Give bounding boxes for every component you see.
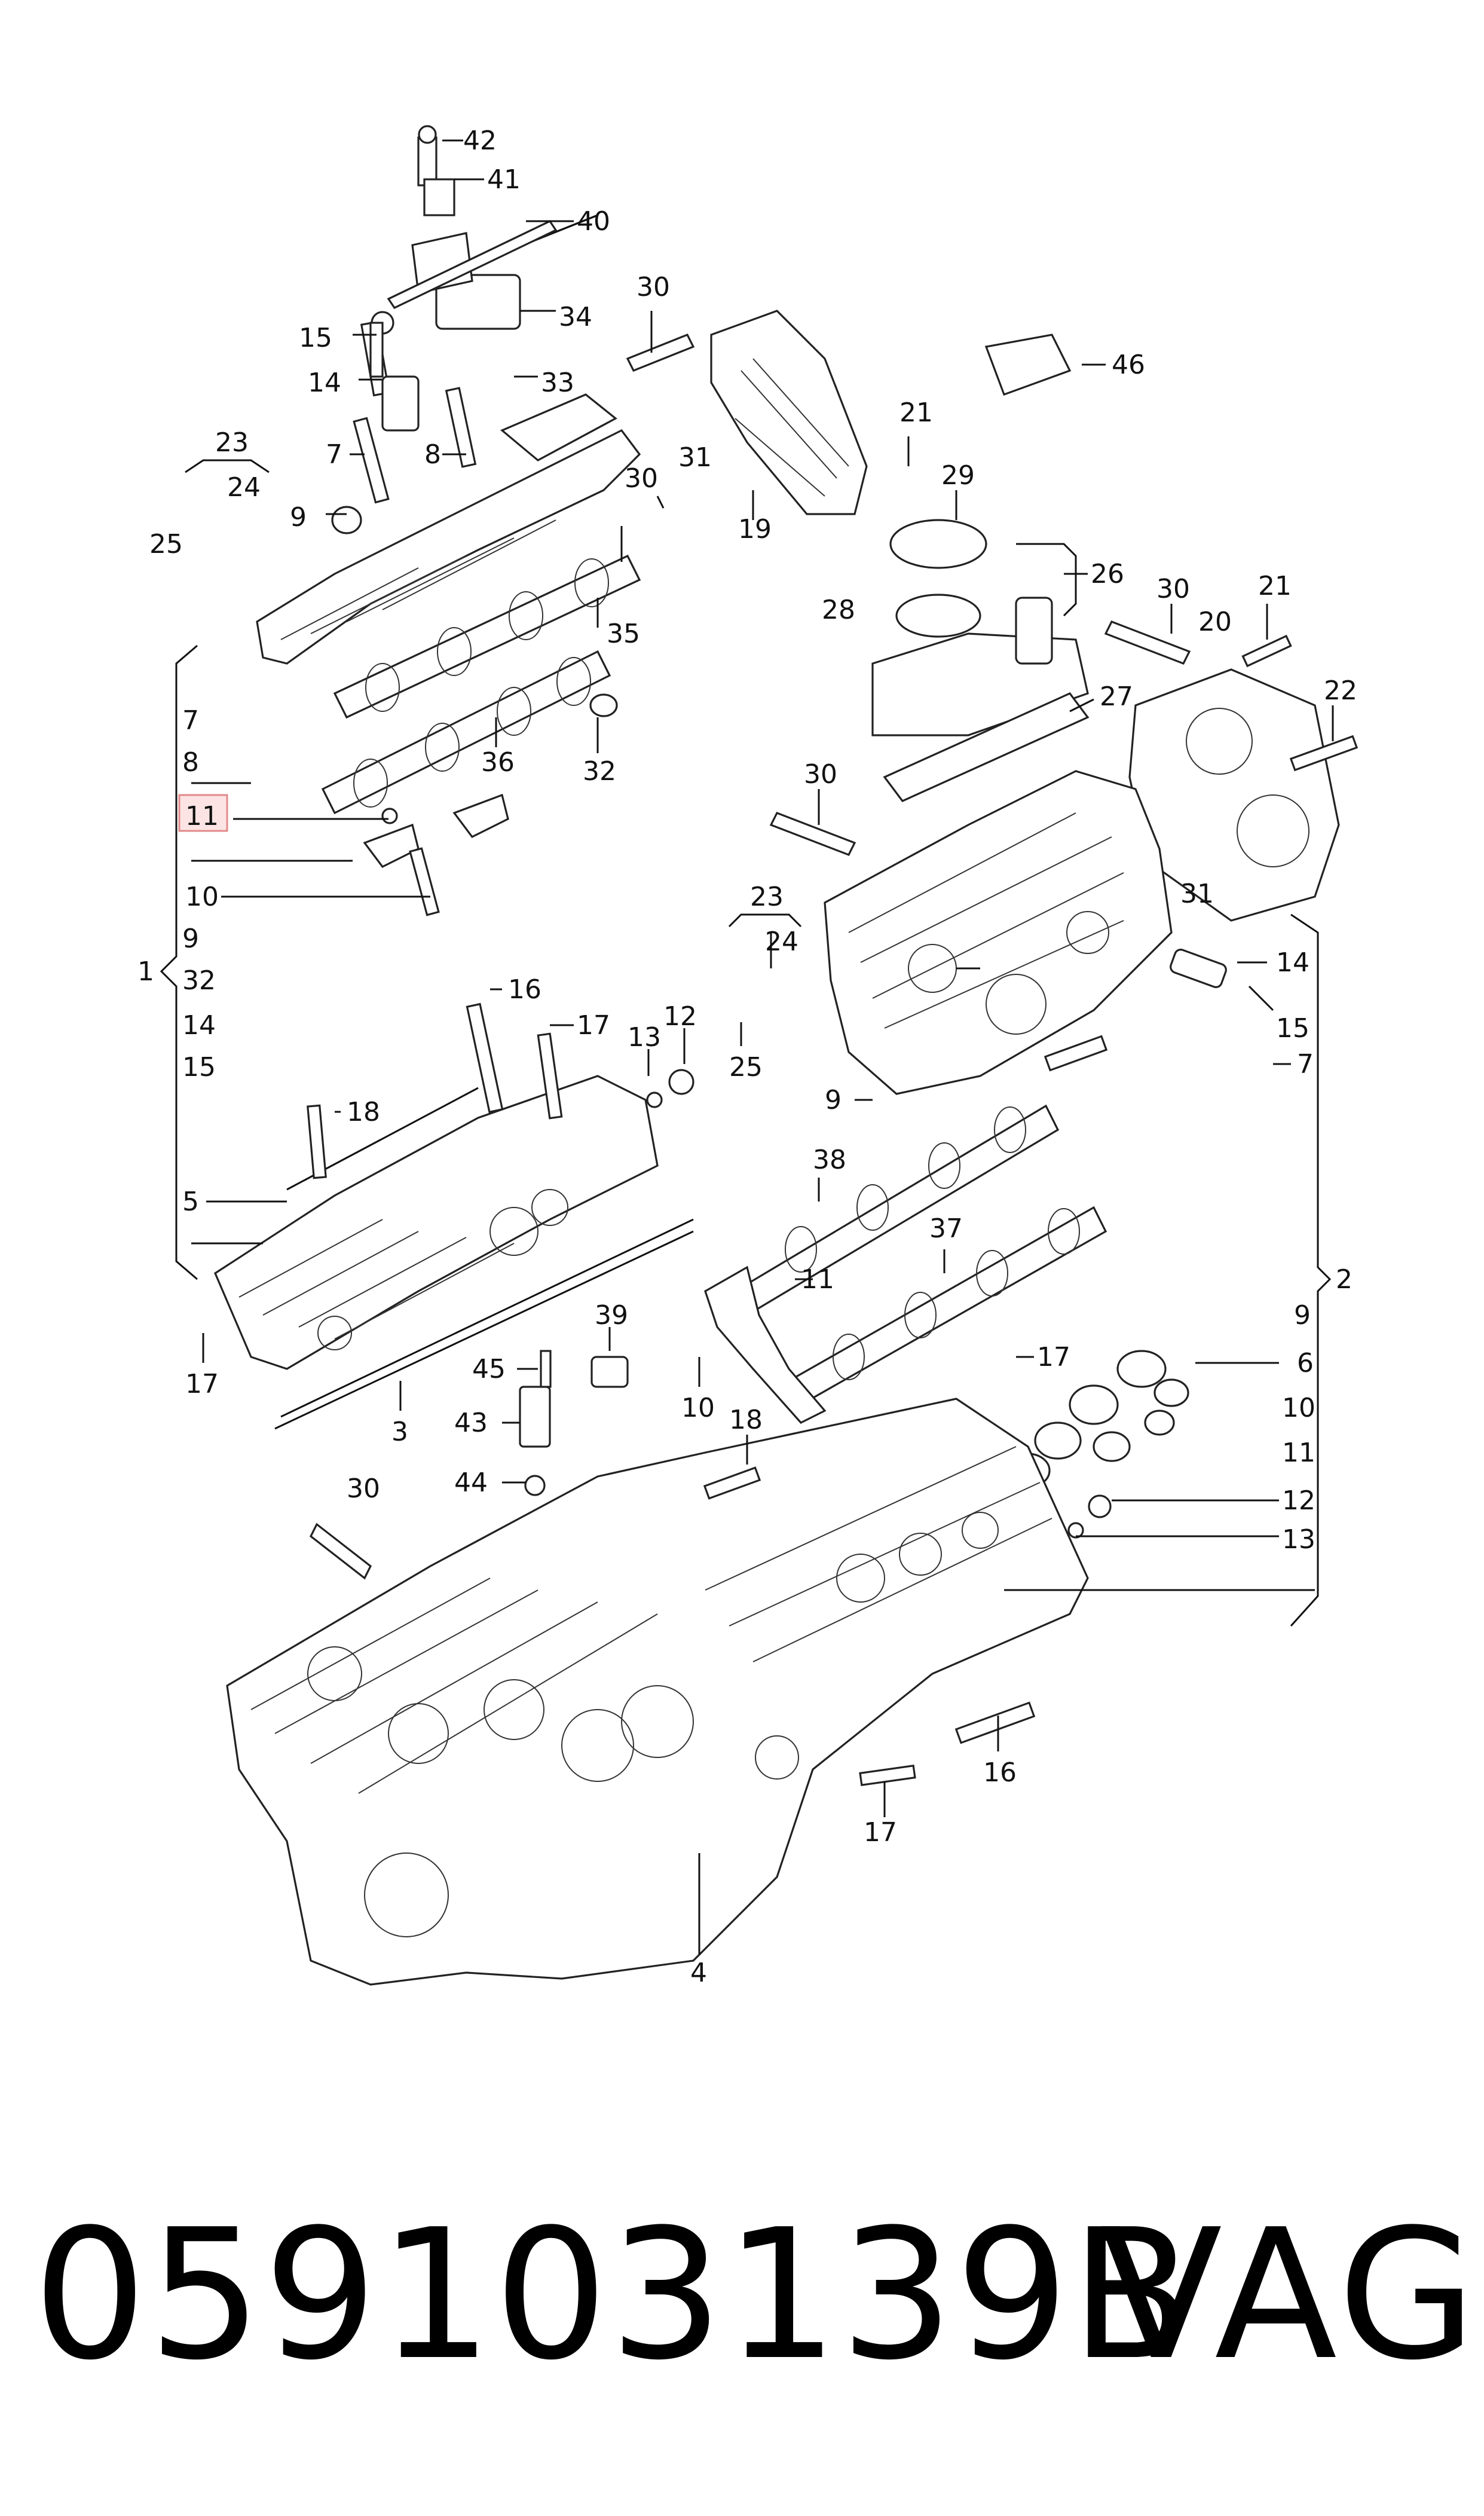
callout-16: 16 — [508, 974, 541, 1005]
callout-7: 7 — [1297, 1049, 1314, 1080]
callout-4: 4 — [690, 1958, 707, 1988]
callout-27: 27 — [1100, 681, 1133, 712]
callout-16: 16 — [983, 1757, 1017, 1788]
callout-45: 45 — [472, 1354, 506, 1384]
callout-30: 30 — [1156, 574, 1190, 604]
callout-7: 7 — [326, 439, 342, 470]
callout-2: 2 — [1336, 1264, 1353, 1295]
lower-camshafts — [704, 1104, 1107, 1424]
callout-10: 10 — [1282, 1393, 1315, 1423]
callout-30: 30 — [347, 1473, 380, 1504]
callout-30: 30 — [637, 272, 670, 302]
callout-7: 7 — [182, 705, 199, 736]
right-timing-covers — [626, 310, 1358, 922]
leader-lines — [160, 139, 1334, 1955]
callout-32: 32 — [583, 756, 616, 787]
callout-40: 40 — [577, 206, 610, 237]
callout-17: 17 — [864, 1817, 897, 1848]
callout-28: 28 — [822, 595, 855, 625]
callout-32: 32 — [182, 965, 216, 996]
callout-25: 25 — [149, 529, 183, 560]
callout-11: 11 — [801, 1264, 834, 1295]
callout-29: 29 — [941, 460, 975, 491]
callout-21: 21 — [899, 398, 933, 428]
part-number: 059103139B — [33, 2191, 1195, 2399]
callout-14: 14 — [308, 368, 341, 398]
callout-9: 9 — [182, 924, 199, 954]
exploded-engine-parts-diagram: 42 41 40 30 34 15 14 33 23 7 8 24 30 21 … — [137, 125, 1358, 1988]
callout-12: 12 — [1282, 1485, 1315, 1516]
callout-11: 11 — [1282, 1438, 1315, 1468]
callout-44: 44 — [454, 1468, 488, 1498]
callout-31: 31 — [1180, 879, 1214, 909]
callout-24: 24 — [227, 472, 261, 503]
callout-13: 13 — [628, 1022, 661, 1053]
callout-43: 43 — [454, 1408, 488, 1438]
bearing-caps — [363, 793, 509, 916]
gasket-rings — [1005, 1350, 1189, 1539]
callout-5: 5 — [182, 1187, 199, 1217]
callout-26: 26 — [1091, 559, 1124, 589]
callout-13: 13 — [1282, 1524, 1315, 1555]
callout-3: 3 — [391, 1417, 408, 1447]
callout-18: 18 — [729, 1405, 763, 1435]
callout-6: 6 — [1297, 1348, 1314, 1378]
callout-30: 30 — [804, 759, 837, 790]
callout-31: 31 — [678, 442, 712, 473]
callout-37: 37 — [929, 1213, 963, 1244]
callout-34: 34 — [559, 302, 592, 332]
callout-21: 21 — [1258, 571, 1292, 601]
callout-labels: 42 41 40 30 34 15 14 33 23 7 8 24 30 21 … — [137, 126, 1357, 1988]
engine-block — [226, 1398, 1089, 1986]
callout-14: 14 — [182, 1010, 216, 1041]
callout-15: 15 — [182, 1052, 216, 1083]
callout-1: 1 — [137, 956, 154, 987]
callout-22: 22 — [1324, 675, 1357, 706]
callout-12: 12 — [663, 1001, 697, 1032]
callout-46: 46 — [1112, 350, 1145, 380]
callout-24: 24 — [765, 927, 798, 957]
callout-38: 38 — [813, 1145, 846, 1175]
callout-9: 9 — [1294, 1300, 1311, 1331]
callout-15: 15 — [1276, 1013, 1309, 1044]
callout-10: 10 — [185, 882, 219, 912]
callout-36: 36 — [481, 747, 515, 778]
callout-8: 8 — [182, 747, 199, 778]
callout-17: 17 — [577, 1010, 610, 1041]
callout-20: 20 — [1198, 607, 1232, 637]
highlighted-callout-box — [178, 794, 228, 832]
callout-11-highlighted: 11 — [185, 801, 219, 831]
callout-9: 9 — [825, 1085, 842, 1115]
left-cylinder-head-lower — [213, 1002, 694, 1496]
callout-35: 35 — [607, 619, 640, 649]
callout-17: 17 — [1037, 1342, 1070, 1372]
callout-39: 39 — [595, 1300, 628, 1331]
callout-17: 17 — [185, 1369, 219, 1399]
callout-14: 14 — [1276, 947, 1309, 978]
callout-8: 8 — [424, 439, 441, 470]
callout-41: 41 — [487, 164, 521, 195]
callout-10: 10 — [681, 1393, 715, 1423]
right-cylinder-head — [769, 770, 1227, 1095]
upper-camshafts — [321, 506, 641, 815]
callout-30: 30 — [625, 463, 658, 494]
callout-42: 42 — [463, 126, 497, 156]
left-cylinder-head-upper-group — [256, 125, 641, 665]
callout-23: 23 — [750, 882, 784, 912]
callout-25: 25 — [729, 1052, 763, 1083]
callout-19: 19 — [738, 514, 772, 545]
callout-33: 33 — [541, 368, 574, 398]
callout-23: 23 — [215, 427, 249, 458]
callout-18: 18 — [347, 1097, 380, 1127]
callout-15: 15 — [299, 323, 332, 353]
callout-9: 9 — [290, 502, 307, 533]
brand-label: VAG — [1100, 2191, 1480, 2399]
